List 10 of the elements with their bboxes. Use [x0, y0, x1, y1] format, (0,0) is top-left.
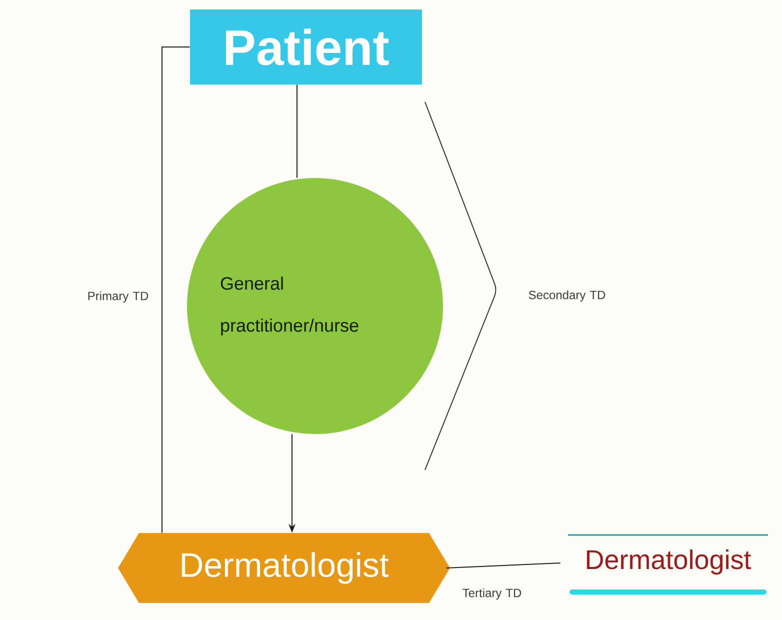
- circle-node: General practitioner/nurse: [187, 178, 443, 434]
- edge-label: Primary TD: [88, 291, 148, 303]
- label-node: Dermatologist: [568, 534, 768, 594]
- connector: [162, 46, 190, 534]
- connector: [296, 84, 298, 178]
- connector: [446, 562, 561, 568]
- hexagon-node: Dermatologist: [118, 533, 450, 603]
- patient-box: Patient: [190, 10, 422, 84]
- bracket-label: Secondary TD: [528, 290, 606, 302]
- edge-label: Tertiary TD: [462, 588, 522, 600]
